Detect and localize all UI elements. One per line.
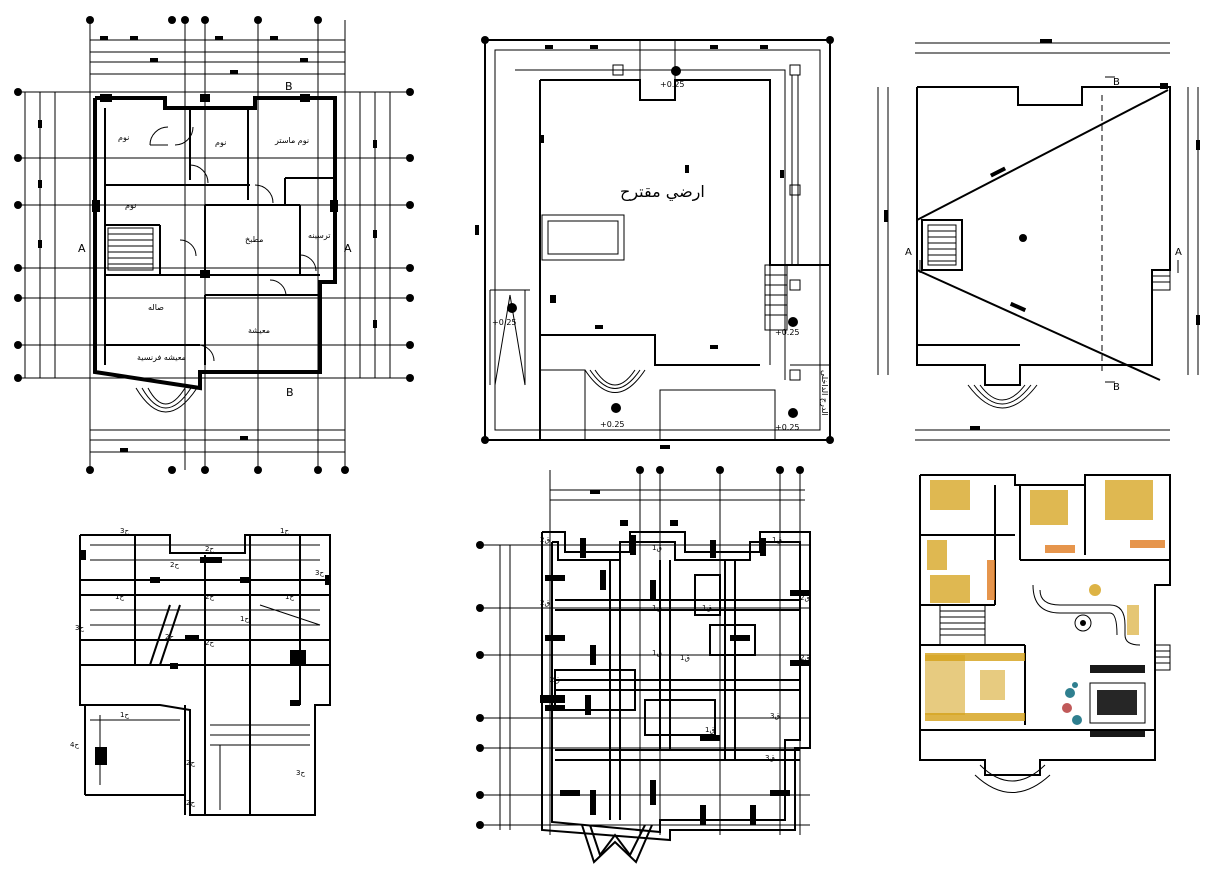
section-marker-b-top: B xyxy=(1113,77,1120,88)
room-label-terrace: ترسينه xyxy=(308,231,330,240)
room-label-kitchen: مطبخ xyxy=(245,235,263,244)
furniture-group xyxy=(925,480,1165,737)
beam-tag: 3ح xyxy=(75,624,84,632)
level-marker: +0.25 xyxy=(775,423,800,432)
side-note: الدرج الداخلي xyxy=(820,370,829,416)
room-label-bedroom: نوم xyxy=(215,138,226,147)
roof-plan: B B A A xyxy=(870,35,1220,455)
furnished-floor-plan xyxy=(905,465,1205,805)
beam-tag: 3ح xyxy=(315,569,324,577)
footing-tag: 1ق xyxy=(702,604,712,612)
footing-tag: 2ق xyxy=(800,594,810,602)
beam-tag: 2ح xyxy=(165,633,174,641)
footing-tag: 1ق xyxy=(652,604,662,612)
beam-tag: 2ح xyxy=(205,593,214,601)
beam-layout-plan: 3ح 2ح 1ح 2ح 3ح 1ح 2ح 1ح 2ح 3ح 2ح 1ح 1ح 3… xyxy=(60,515,350,835)
section-marker-b-bottom: B xyxy=(286,386,294,399)
beam-tag: 2ح xyxy=(205,545,214,553)
beam-tag: 3ح xyxy=(296,769,305,777)
beam-tag: 1ح xyxy=(120,711,129,719)
room-label-bedroom: نوم xyxy=(118,133,129,142)
footing-tag: 1ق xyxy=(680,654,690,662)
footing-tag: 2ق xyxy=(550,676,560,684)
beam-tag: 2ح xyxy=(186,799,195,807)
footing-tag: 2ق xyxy=(800,654,810,662)
foundation-plan: 2ق 1ق 1ق 2ق 1ق 1ق 1ق 2ق 1ق 2ق 3ق 1ق 2ق 3… xyxy=(470,460,830,870)
footing-tag: 1ق xyxy=(772,536,782,544)
beam-tag: 2ح xyxy=(170,561,179,569)
level-marker: +0.25 xyxy=(492,318,517,327)
section-marker-a-right: A xyxy=(344,242,352,255)
section-marker-a-right: A xyxy=(1175,247,1182,258)
footing-tag: 2ق xyxy=(540,599,550,607)
room-label-formal: معيشه فرنسية xyxy=(137,353,186,362)
footing-tag: 1ق xyxy=(652,544,662,552)
section-marker-a-left: A xyxy=(78,242,86,255)
room-label-hall: صاله xyxy=(148,303,164,312)
beam-tag: 1ح xyxy=(115,593,124,601)
level-marker: +0.25 xyxy=(600,420,625,429)
beam-tag: 2ح xyxy=(205,639,214,647)
site-plan-proposed: ارضي مقترح +0.25 +0.25 +0.25 +0.25 +0.25… xyxy=(470,25,850,455)
beam-tag: 3ح xyxy=(120,527,129,535)
section-marker-a-left: A xyxy=(905,247,912,258)
footing-tag: 3ق xyxy=(765,754,775,762)
beam-tag: 1ح xyxy=(285,593,294,601)
room-label-living: معيشة xyxy=(248,326,270,335)
section-marker-b-bottom: B xyxy=(1113,382,1120,393)
room-label-bedroom: نوم xyxy=(125,201,136,210)
footing-tag: 2ق xyxy=(540,536,550,544)
beam-tag: 1ح xyxy=(280,527,289,535)
beam-tag: 4ح xyxy=(70,741,79,749)
room-label-master-bedroom: نوم ماستر xyxy=(274,136,309,145)
section-marker-b-top: B xyxy=(285,80,293,93)
level-marker: +0.25 xyxy=(775,328,800,337)
footing-tag: 1ق xyxy=(652,649,662,657)
plan-title: ارضي مقترح xyxy=(620,182,705,202)
beam-tag: 2ح xyxy=(186,759,195,767)
footing-tag: 3ق xyxy=(770,712,780,720)
beam-tag: 1ح xyxy=(240,615,249,623)
level-marker: +0.25 xyxy=(660,80,685,89)
floor-plan-detailed: A A B B نوم نوم نوم ماستر نوم مطبخ ترسين… xyxy=(0,0,430,480)
footing-tag: 1ق xyxy=(705,726,715,734)
